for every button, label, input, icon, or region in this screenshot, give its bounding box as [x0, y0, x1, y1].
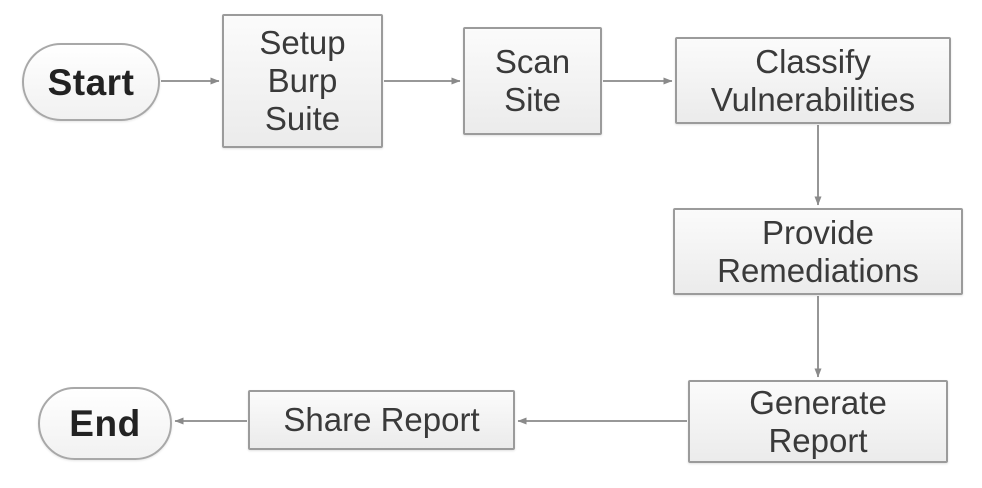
node-classify-vulnerabilities: Classify Vulnerabilities: [675, 37, 951, 124]
node-setup-burp-suite-label-line1: Setup: [259, 24, 346, 61]
node-provide-remediations-label-line1: Provide: [762, 213, 874, 251]
node-end-label: End: [69, 403, 141, 444]
node-start: Start: [22, 43, 160, 121]
node-setup-burp-suite-label-line2: Burp: [267, 62, 338, 99]
node-end: End: [38, 387, 172, 460]
node-scan-site-label-line1: Scan: [494, 43, 571, 80]
node-generate-report: Generate Report: [688, 380, 948, 463]
node-scan-site: Scan Site: [463, 27, 602, 135]
node-share-report-label: Share Report: [283, 401, 480, 438]
node-setup-burp-suite: Setup Burp Suite: [222, 14, 383, 148]
node-provide-remediations-label-line2: Remediations: [717, 251, 919, 289]
node-scan-site-label-line2: Site: [504, 81, 561, 118]
node-setup-burp-suite-label-line3: Suite: [264, 100, 341, 137]
node-generate-report-label-line1: Generate: [749, 383, 887, 421]
node-generate-report-label-line2: Report: [768, 421, 868, 459]
node-provide-remediations: Provide Remediations: [673, 208, 963, 295]
node-start-label: Start: [47, 61, 135, 103]
node-share-report: Share Report: [248, 390, 515, 450]
node-classify-vulnerabilities-label-line1: Classify: [755, 42, 871, 80]
node-classify-vulnerabilities-label-line2: Vulnerabilities: [710, 80, 916, 118]
